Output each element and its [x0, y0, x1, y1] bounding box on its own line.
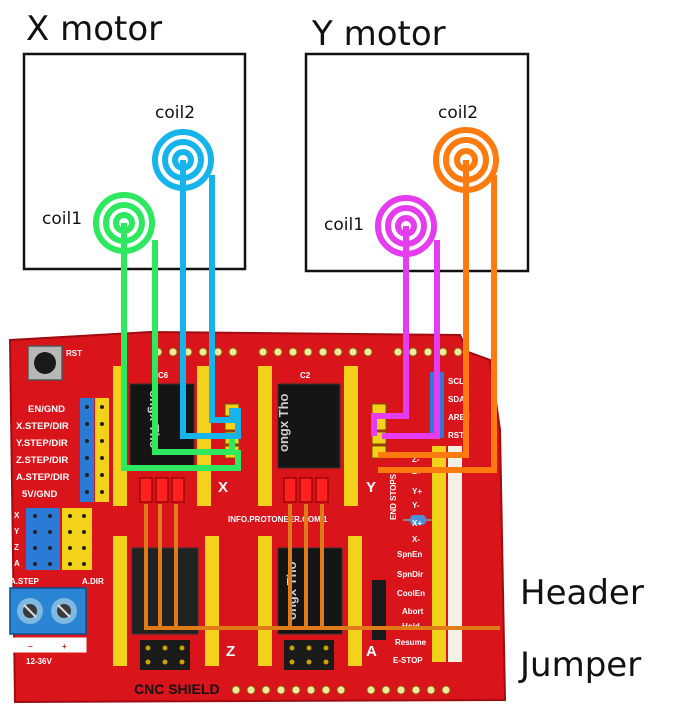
pin-label-abort: Abort: [402, 607, 424, 616]
axis-label-z: Z: [14, 543, 19, 552]
left-pin-header: [80, 398, 109, 502]
power-minus-label: −: [28, 642, 33, 651]
pin-label-aref: AREF: [448, 413, 470, 422]
rst-label: RST: [66, 349, 82, 358]
a-dir-label: A.DIR: [82, 577, 104, 586]
pin-label-rst-right: RST: [448, 431, 464, 440]
a-motor-connector: [372, 580, 386, 640]
pin-label-coolen: CoolEn: [397, 589, 425, 598]
bottom-header-holes: [231, 685, 451, 695]
axis-label-x: X: [14, 511, 20, 520]
power-voltage-label: 12-36V: [26, 657, 52, 666]
resistor: [403, 515, 432, 525]
endstop-label-yminus: Y-: [412, 501, 420, 510]
pin-label-5v-gnd: 5V/GND: [22, 489, 58, 500]
driver-slot-y: ongx Tho C2 Y: [258, 366, 387, 506]
board-title: CNC SHIELD: [134, 681, 220, 697]
x-microstep-jumpers: [139, 477, 185, 503]
axis-clone-jumpers: X Y Z A A.STEP A.DIR: [10, 508, 104, 586]
endstop-label-yplus: Y+: [412, 487, 422, 496]
endstop-title: END STOPS: [389, 473, 398, 520]
pin-label-spnen: SpnEn: [397, 550, 422, 559]
header-jumper-callout: [144, 504, 500, 630]
cap-label-c2: C2: [300, 371, 311, 380]
x-coil1-wire: [121, 223, 241, 471]
cap-label-c6: C6: [158, 371, 169, 380]
pin-label-spndir: SpnDir: [397, 570, 423, 579]
driver-label-x: X: [218, 479, 228, 496]
x-coil2-wire: [180, 160, 241, 439]
driver-slot-a: ongx Tho A: [258, 536, 386, 670]
power-plus-label: +: [62, 642, 67, 651]
driver-label-y: Y: [366, 479, 376, 496]
driver-label-a: A: [366, 643, 377, 660]
y-coil2-wire: [378, 160, 497, 473]
cnc-shield-board: RST EN/GND X.STEP/DIR Y.STEP/DIR Z.STEP/…: [8, 330, 507, 704]
pin-label-estop: E-STOP: [393, 656, 423, 665]
header-callout-label: Header: [520, 573, 644, 613]
end-stop-header: Z+ Z- Y+ Y- X+ X- END STOPS: [389, 446, 462, 662]
driver-slot-z: Z: [113, 536, 235, 670]
y-driver-chip-text: ongx Tho: [276, 393, 291, 452]
x-motor-coil1-label: coil1: [42, 209, 82, 229]
y-motor-coil2-label: coil2: [438, 103, 478, 123]
pin-label-resume: Resume: [395, 638, 427, 647]
pin-label-scl: SCL: [448, 377, 464, 386]
pin-label-x-step-dir: X.STEP/DIR: [16, 421, 69, 432]
pin-label-sda: SDA: [448, 395, 465, 404]
board-url: INFO.PROTONEER.COM/1: [228, 515, 328, 524]
x-motor-title: X motor: [26, 9, 162, 49]
a-microstep-jumpers: [284, 640, 334, 670]
power-terminal: − + 12-36V: [9, 587, 87, 666]
y-coil1-wire: [371, 226, 440, 439]
x-motor-coil2-label: coil2: [155, 103, 195, 123]
endstop-label-xminus: X-: [412, 535, 420, 544]
endstop-label-zminus: Z-: [412, 455, 420, 464]
a-step-label: A.STEP: [10, 577, 40, 586]
jumper-callout-label: Jumper: [518, 645, 641, 685]
y-motor-title: Y motor: [311, 14, 446, 54]
pin-label-en-gnd: EN/GND: [28, 404, 65, 415]
axis-label-a: A: [14, 559, 20, 568]
z-microstep-jumpers: [140, 640, 190, 670]
top-header-holes: [153, 347, 463, 357]
driver-label-z: Z: [226, 643, 235, 660]
y-microstep-jumpers: [283, 477, 329, 503]
left-pin-labels: EN/GND X.STEP/DIR Y.STEP/DIR Z.STEP/DIR …: [16, 404, 69, 500]
pin-label-a-step-dir: A.STEP/DIR: [16, 472, 69, 483]
pin-label-z-step-dir: Z.STEP/DIR: [16, 455, 68, 466]
pin-label-y-step-dir: Y.STEP/DIR: [16, 438, 68, 449]
axis-label-y: Y: [14, 527, 20, 536]
endstop-label-xplus: X+: [412, 519, 422, 528]
y-motor-coil1-label: coil1: [324, 215, 364, 235]
reset-button[interactable]: RST: [27, 345, 82, 381]
